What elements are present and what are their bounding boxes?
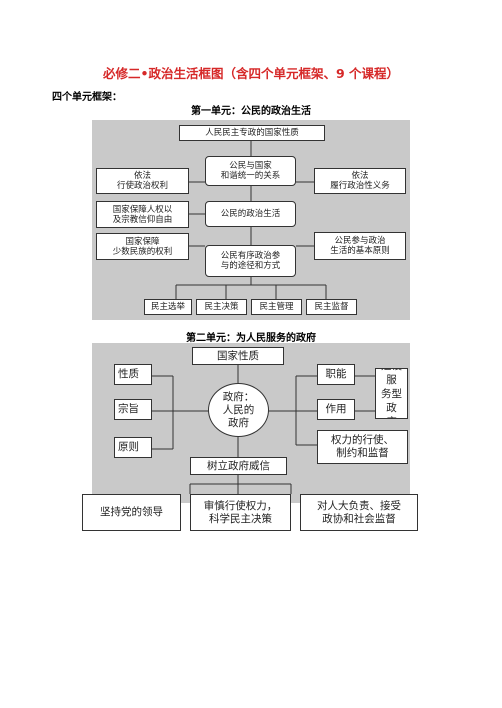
unit2-purpose-box: 宗旨 bbox=[114, 399, 152, 420]
unit1-political-life-box: 公民的政治生活 bbox=[205, 201, 296, 227]
unit1-rights-box: 依法 行使政治权利 bbox=[96, 168, 189, 194]
unit1-human-rights-box: 国家保障人权以 及宗教信仰自由 bbox=[96, 201, 189, 228]
unit2-supervision-box: 对人大负责、接受 政协和社会监督 bbox=[300, 494, 418, 531]
unit1-participation-box: 公民有序政治参 与的途径和方式 bbox=[205, 245, 296, 277]
page-title: 必修二•政治生活框图（含四个单元框架、9 个课程） bbox=[102, 66, 400, 81]
unit1-decision-box: 民主决策 bbox=[196, 299, 247, 315]
section-subtitle: 四个单元框架： bbox=[52, 92, 122, 103]
unit2-power-box: 权力的行使、 制约和监督 bbox=[317, 430, 408, 464]
unit2-party-leadership-box: 坚持党的领导 bbox=[82, 494, 181, 531]
unit2-government-oval: 政府： 人民的 政府 bbox=[208, 383, 269, 437]
unit1-management-box: 民主管理 bbox=[251, 299, 302, 315]
unit1-title: 第一单元：公民的政治生活 bbox=[191, 106, 311, 117]
unit1-minority-rights-box: 国家保障 少数民族的权利 bbox=[96, 233, 189, 260]
unit2-prestige-box: 树立政府威信 bbox=[190, 457, 287, 475]
unit2-state-nature-box: 国家性质 bbox=[192, 347, 284, 365]
unit2-role-box: 作用 bbox=[317, 399, 355, 420]
unit1-election-box: 民主选举 bbox=[144, 299, 192, 315]
unit2-title: 第二单元：为人民服务的政府 bbox=[186, 333, 316, 344]
unit2-principle-box: 原则 bbox=[114, 437, 152, 458]
unit1-supervision-box: 民主监督 bbox=[306, 299, 357, 315]
unit2-function-box: 职能 bbox=[317, 364, 355, 385]
unit1-principles-box: 公民参与政治 生活的基本原则 bbox=[314, 232, 406, 260]
unit2-nature-box: 性质 bbox=[114, 364, 152, 385]
unit2-decision-box: 审慎行使权力， 科学民主决策 bbox=[190, 494, 291, 531]
unit1-duties-box: 依法 履行政治性义务 bbox=[314, 168, 406, 194]
unit1-state-nature-box: 人民民主专政的国家性质 bbox=[179, 125, 325, 141]
unit1-citizen-state-box: 公民与国家 和谐统一的关系 bbox=[205, 156, 296, 186]
unit2-service-gov-box: 建设服 务型政 府 bbox=[375, 368, 408, 419]
